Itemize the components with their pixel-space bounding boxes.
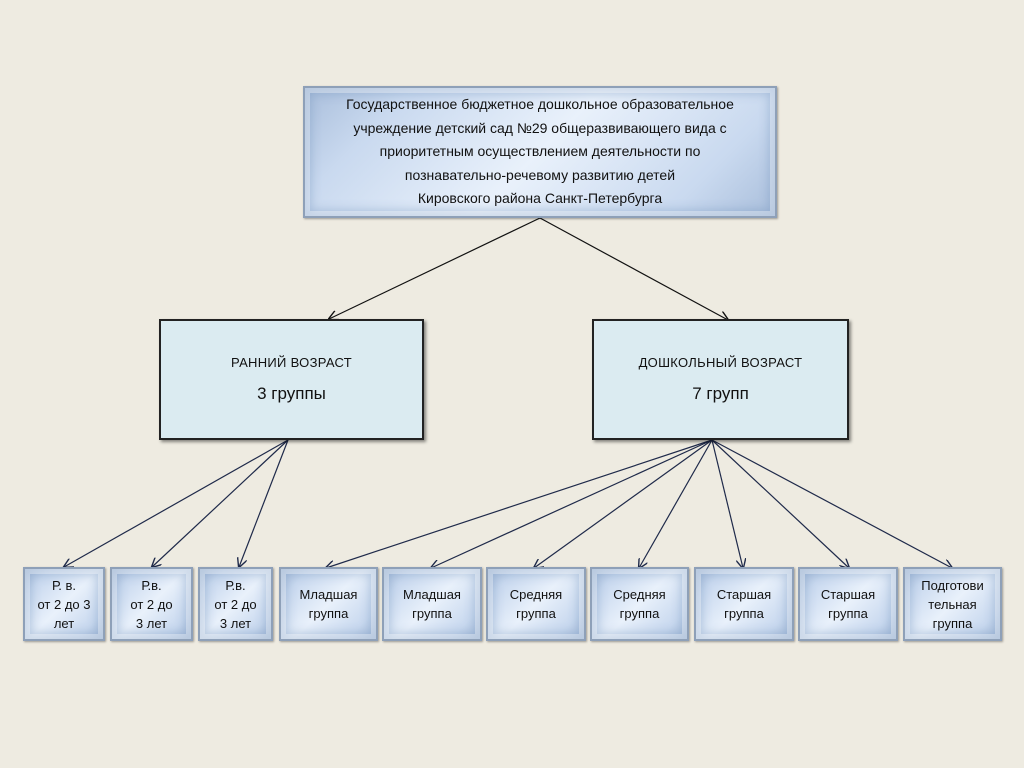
connector-preschool-to-group-6: [534, 439, 713, 568]
group-line: Средняя: [509, 587, 563, 602]
connector-preschool-to-group-7: [639, 439, 713, 568]
group-line: от 2 до: [130, 596, 173, 612]
group-line: группа: [516, 606, 556, 621]
connector-root-to-early: [329, 217, 541, 319]
group-line: от 2 до 3: [37, 596, 91, 612]
connector-early-to-group-2: [152, 439, 289, 567]
group-line: 3 лет: [135, 615, 168, 631]
group-line: группа: [308, 606, 349, 621]
group-line: группа: [724, 606, 764, 621]
group-line: Младшая: [299, 587, 358, 602]
group-line: Р.в.: [225, 577, 246, 593]
connector-early-to-group-1: [64, 439, 289, 567]
group-node-senior-2: Старшая группа: [798, 567, 898, 641]
group-node-early-1: Р. в. от 2 до 3 лет: [23, 567, 105, 641]
group-line: Старшая: [820, 587, 876, 602]
group-line: Средняя: [613, 587, 666, 602]
root-node-institution: Государственное бюджетное дошкольное обр…: [303, 86, 777, 218]
group-node-senior-1: Старшая группа: [694, 567, 794, 641]
root-line: приоритетным осуществлением деятельности…: [379, 143, 701, 160]
group-line: группа: [828, 606, 868, 621]
connector-preschool-to-group-5: [431, 439, 713, 568]
root-node-text: Государственное бюджетное дошкольное обр…: [346, 93, 734, 211]
group-line: группа: [932, 615, 973, 631]
branch-label: РАННИЙ ВОЗРАСТ: [230, 355, 353, 370]
group-line: Р.в.: [141, 577, 162, 593]
connector-early-to-group-3: [239, 439, 289, 567]
group-line: тельная: [928, 596, 977, 612]
connector-root-to-preschool: [539, 217, 728, 320]
group-line: Старшая: [716, 587, 772, 602]
group-line: лет: [53, 615, 75, 631]
connector-preschool-to-group-9: [711, 439, 849, 568]
group-line: Младшая: [403, 587, 461, 602]
group-line: Р. в.: [52, 577, 76, 593]
connector-preschool-to-group-10: [711, 439, 952, 568]
branch-group-count: 7 групп: [692, 384, 749, 403]
connector-preschool-to-group-8: [711, 439, 743, 568]
group-node-early-3: Р.в. от 2 до 3 лет: [198, 567, 273, 641]
group-node-early-2: Р.в. от 2 до 3 лет: [110, 567, 193, 641]
root-line: Кировского района Санкт-Петербурга: [417, 190, 663, 207]
branch-node-preschool-age: ДОШКОЛЬНЫЙ ВОЗРАСТ 7 групп: [592, 319, 849, 440]
group-line: 3 лет: [219, 615, 252, 631]
group-node-middle-1: Средняя группа: [486, 567, 586, 641]
group-node-preparatory: Подготови тельная группа: [903, 567, 1002, 641]
root-line: учреждение детский сад №29 общеразвивающ…: [353, 119, 727, 136]
branch-node-early-age: РАННИЙ ВОЗРАСТ 3 группы: [159, 319, 424, 440]
group-line: Подготови: [921, 577, 984, 593]
group-line: группа: [619, 606, 660, 621]
group-line: от 2 до: [214, 596, 257, 612]
branch-group-count: 3 группы: [257, 384, 326, 403]
branch-label: ДОШКОЛЬНЫЙ ВОЗРАСТ: [638, 355, 803, 370]
group-line: группа: [412, 606, 452, 621]
root-line: Государственное бюджетное дошкольное обр…: [346, 96, 734, 113]
group-node-junior-2: Младшая группа: [382, 567, 482, 641]
connector-preschool-to-group-4: [326, 439, 713, 568]
root-line: познавательно-речевому развитию детей: [404, 166, 676, 183]
group-node-middle-2: Средняя группа: [590, 567, 689, 641]
group-node-junior-1: Младшая группа: [279, 567, 378, 641]
